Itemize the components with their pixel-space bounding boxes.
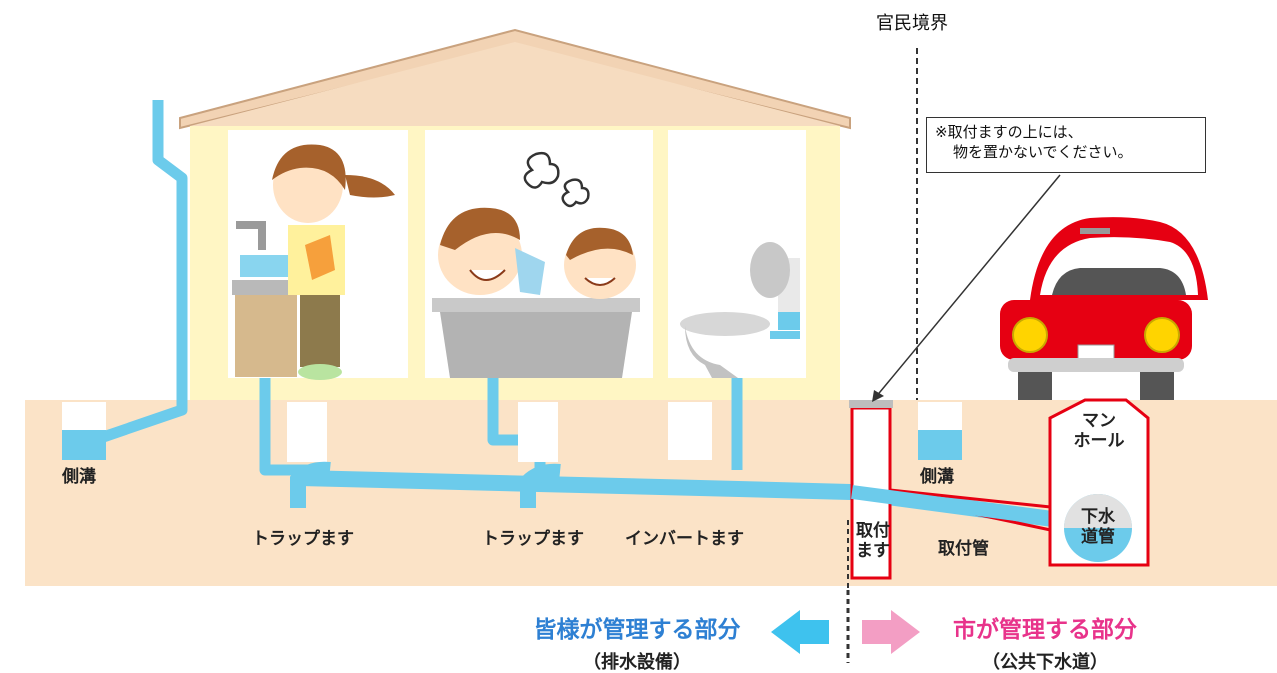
woman-figure [272,144,395,380]
bathtub [432,298,640,378]
sink-cabinet [235,295,297,377]
note-leader-line [874,174,1061,399]
house-roof [179,28,851,130]
attach-box-label: 取付 ます [856,521,890,561]
invert-label: インバートます [625,529,744,549]
ditch-left-label: 側溝 [62,467,96,487]
note-line-1: ※取付ますの上には、 [935,123,1083,141]
private-responsibility: 皆様が管理する部分 （排水設備） [512,610,762,673]
public-responsibility: 市が管理する部分 （公共下水道） [935,610,1155,673]
ditch-right-water [918,430,962,460]
attach-pipe-label: 取付管 [938,539,989,559]
ditch-right-label: 側溝 [920,467,954,487]
manhole-label: マン ホール [1073,411,1125,451]
attach-box-lid [849,400,893,408]
roof-underside [190,42,840,126]
rain-downspout [78,100,188,451]
attach-pipe-fill [851,485,1061,527]
private-title: 皆様が管理する部分 [533,617,741,643]
note-box: ※取付ますの上には、 物を置かないでください。 [926,117,1206,173]
toilet [680,242,800,378]
arrow-left-icon [771,610,829,654]
trap1-label: トラップます [252,529,354,549]
public-title: 市が管理する部分 [953,617,1137,643]
car [1000,217,1208,400]
inspection-boxes [287,402,712,508]
sink-counter [232,280,302,295]
note-leader-arrowhead [872,390,884,402]
arrow-right-icon [862,610,920,654]
bathing-people [438,207,636,299]
boundary-label: 官民境界 [876,13,948,34]
public-subtitle: （公共下水道） [982,652,1108,673]
trap2-label: トラップます [482,529,584,549]
ditch-left-water [62,430,106,460]
steam-icon [523,151,590,208]
private-subtitle: （排水設備） [583,652,691,673]
sink-water [240,255,295,277]
sewer-main-label: 下水 道管 [1081,507,1115,547]
note-line-2: 物を置かないでください。 [953,143,1133,162]
faucet [236,221,266,250]
sewer-main-pipe-top [1064,494,1132,528]
